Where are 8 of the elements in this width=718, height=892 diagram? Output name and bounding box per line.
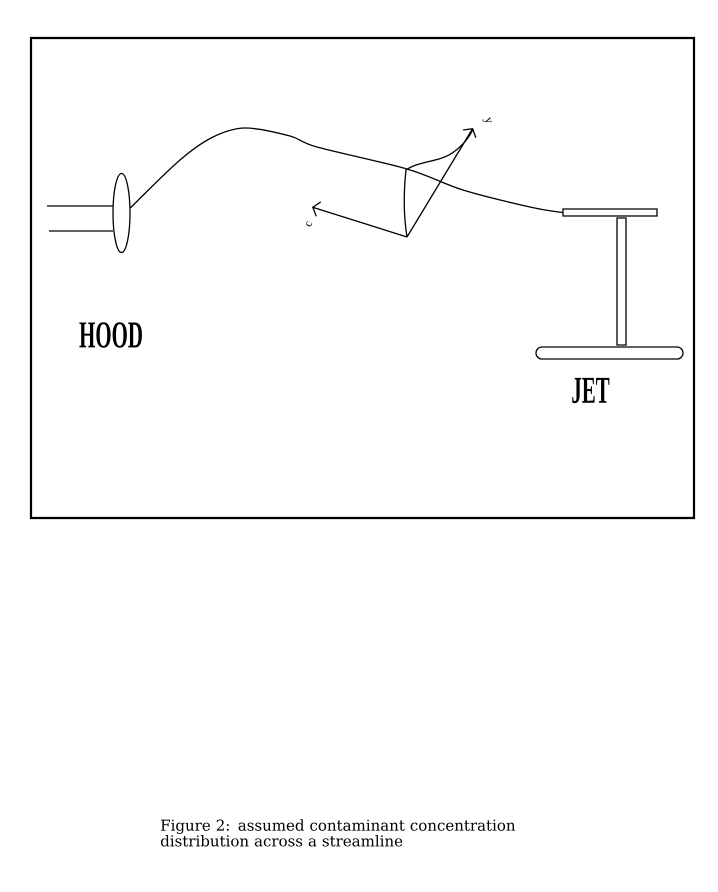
streamline: [130, 127, 562, 214]
jet-nozzle: [535, 208, 684, 360]
hood-label: HOOD: [79, 322, 142, 348]
axis-label: c: [306, 221, 312, 226]
jet-label: JET: [572, 378, 610, 404]
figure-caption: Figure 2: assumed contaminant concentration distribution across a streamline: [160, 819, 516, 847]
exhaust-hood: [47, 172, 131, 254]
axis-label: y: [482, 116, 492, 122]
